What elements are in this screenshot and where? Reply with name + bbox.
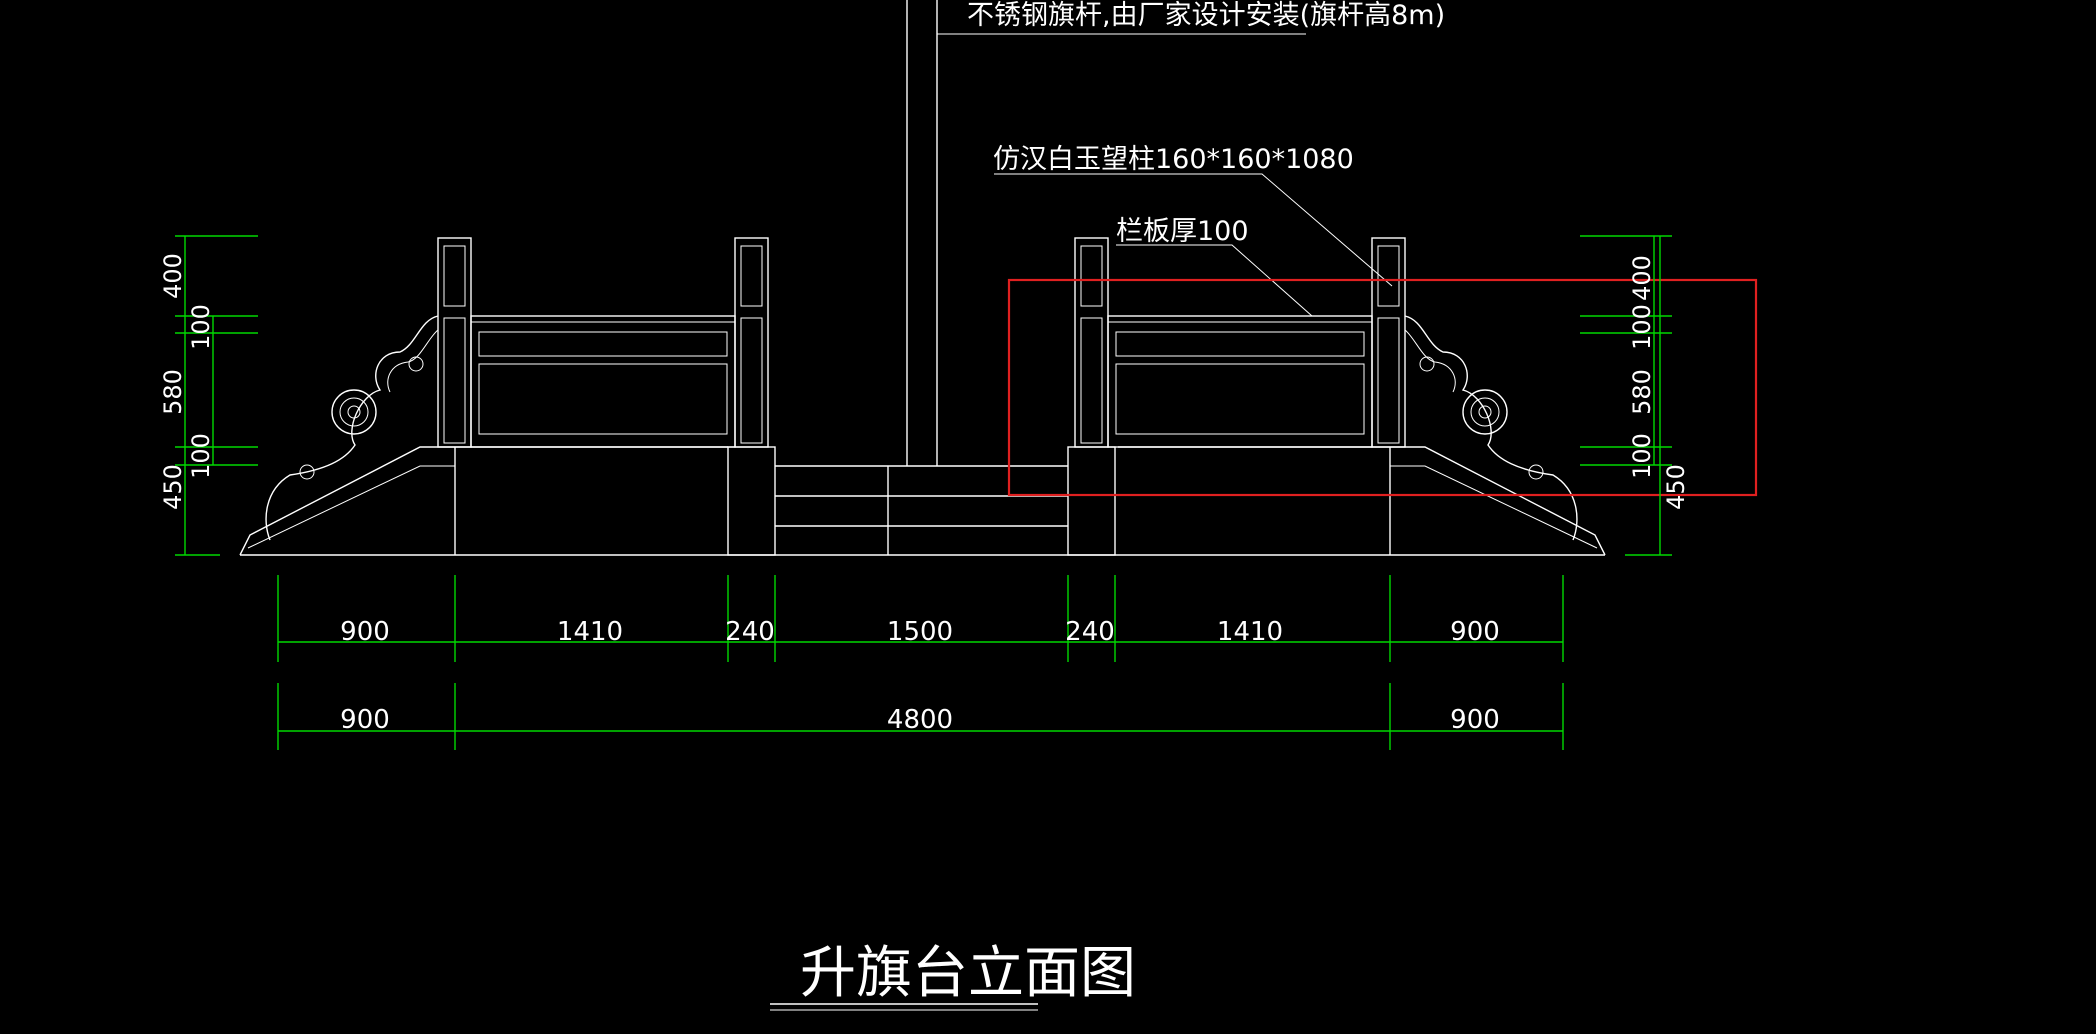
post-annotation: 仿汉白玉望柱160*160*1080 bbox=[993, 144, 1354, 175]
left-balustrade bbox=[265, 237, 769, 541]
drawing-title: 升旗台立面图 bbox=[800, 941, 1136, 1006]
dim-row1-1410-left: 1410 bbox=[557, 617, 623, 647]
horizontal-dimensions-row2 bbox=[277, 683, 1564, 750]
dim-row1-240-left: 240 bbox=[725, 617, 775, 647]
dim-row2-900-left: 900 bbox=[340, 705, 390, 735]
dim-right-400: 400 bbox=[1628, 255, 1656, 301]
right-balustrade bbox=[1074, 237, 1578, 541]
panel-annotation: 栏板厚100 bbox=[1116, 216, 1249, 247]
dim-right-580: 580 bbox=[1628, 369, 1656, 415]
dim-left-580: 580 bbox=[159, 369, 187, 415]
dim-right-100b: 100 bbox=[1628, 433, 1656, 479]
dim-row2-900-right: 900 bbox=[1450, 705, 1500, 735]
annotation-leaders bbox=[994, 173, 1393, 317]
dim-left-100b: 100 bbox=[187, 433, 215, 479]
horizontal-dimensions-row1 bbox=[277, 575, 1564, 662]
dim-right-100a: 100 bbox=[1628, 304, 1656, 350]
dim-left-450: 450 bbox=[159, 464, 187, 510]
dim-row1-900-left: 900 bbox=[340, 617, 390, 647]
dim-row1-240-right: 240 bbox=[1065, 617, 1115, 647]
highlight-box bbox=[1007, 278, 1758, 497]
flagpole bbox=[906, 0, 1306, 466]
dim-left-400: 400 bbox=[159, 253, 187, 299]
dim-row1-1410-right: 1410 bbox=[1217, 617, 1283, 647]
dim-row1-900-right: 900 bbox=[1450, 617, 1500, 647]
dim-row1-1500: 1500 bbox=[887, 617, 953, 647]
dim-row2-4800: 4800 bbox=[887, 705, 953, 735]
platform-base bbox=[239, 446, 1606, 556]
dim-left-100a: 100 bbox=[187, 304, 215, 350]
left-vertical-dimensions bbox=[175, 235, 258, 556]
flagpole-annotation: 不锈钢旗杆,由厂家设计安装(旗杆高8m) bbox=[967, 0, 1445, 31]
dim-right-450: 450 bbox=[1662, 464, 1690, 510]
right-vertical-dimensions bbox=[1580, 235, 1672, 556]
